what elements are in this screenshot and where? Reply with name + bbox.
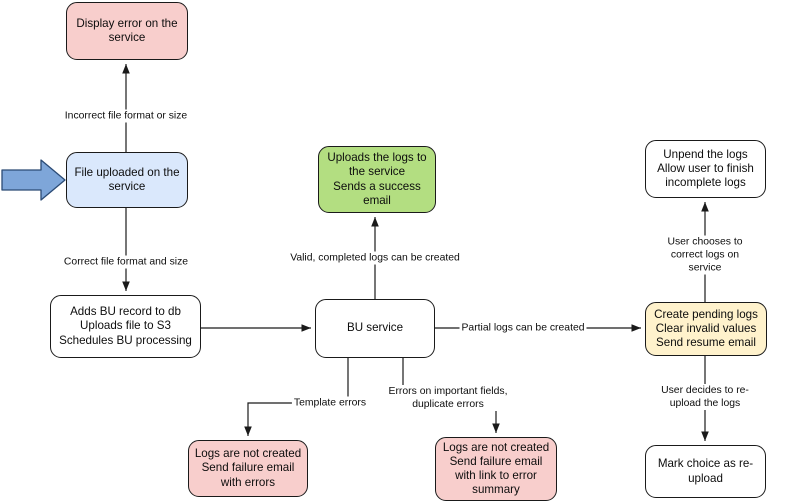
node-create-pending-logs[interactable]: Create pending logs Clear invalid values…	[645, 302, 767, 356]
node-logs-not-created-error-summary[interactable]: Logs are not created Send failure email …	[435, 437, 557, 501]
node-file-uploaded-on-the-service[interactable]: File uploaded on the service	[66, 152, 188, 208]
node-display-error[interactable]: Display error on the service	[66, 2, 188, 60]
node-uploads-the-logs[interactable]: Uploads the logs to the service Sends a …	[318, 146, 436, 213]
incoming-upload-arrow	[1, 159, 66, 201]
node-adds-bu-record[interactable]: Adds BU record to db Uploads file to S3 …	[50, 295, 201, 358]
edge-label-user-chooses-to-correct-logs: User chooses to correct logs on service	[657, 235, 753, 275]
edge-label-correct-file-format: Correct file format and size	[61, 255, 191, 269]
edge-label-valid-completed-logs: Valid, completed logs can be created	[288, 251, 462, 265]
node-logs-not-created-template-errors[interactable]: Logs are not created Send failure email …	[188, 440, 308, 497]
edge-label-user-decides-to-reupload: User decides to re-upload the logs	[657, 384, 753, 410]
node-bu-service[interactable]: BU service	[315, 299, 435, 358]
edge-label-template-errors: Template errors	[291, 396, 369, 410]
edge-label-partial-logs: Partial logs can be created	[459, 321, 587, 335]
edge-label-errors-on-important-fields: Errors on important fields, duplicate er…	[386, 385, 510, 411]
node-mark-choice-as-reupload[interactable]: Mark choice as re- upload	[645, 445, 766, 498]
node-unpend-the-logs[interactable]: Unpend the logs Allow user to finish inc…	[645, 140, 766, 198]
edge-label-incorrect-file-format: Incorrect file format or size	[62, 109, 190, 123]
